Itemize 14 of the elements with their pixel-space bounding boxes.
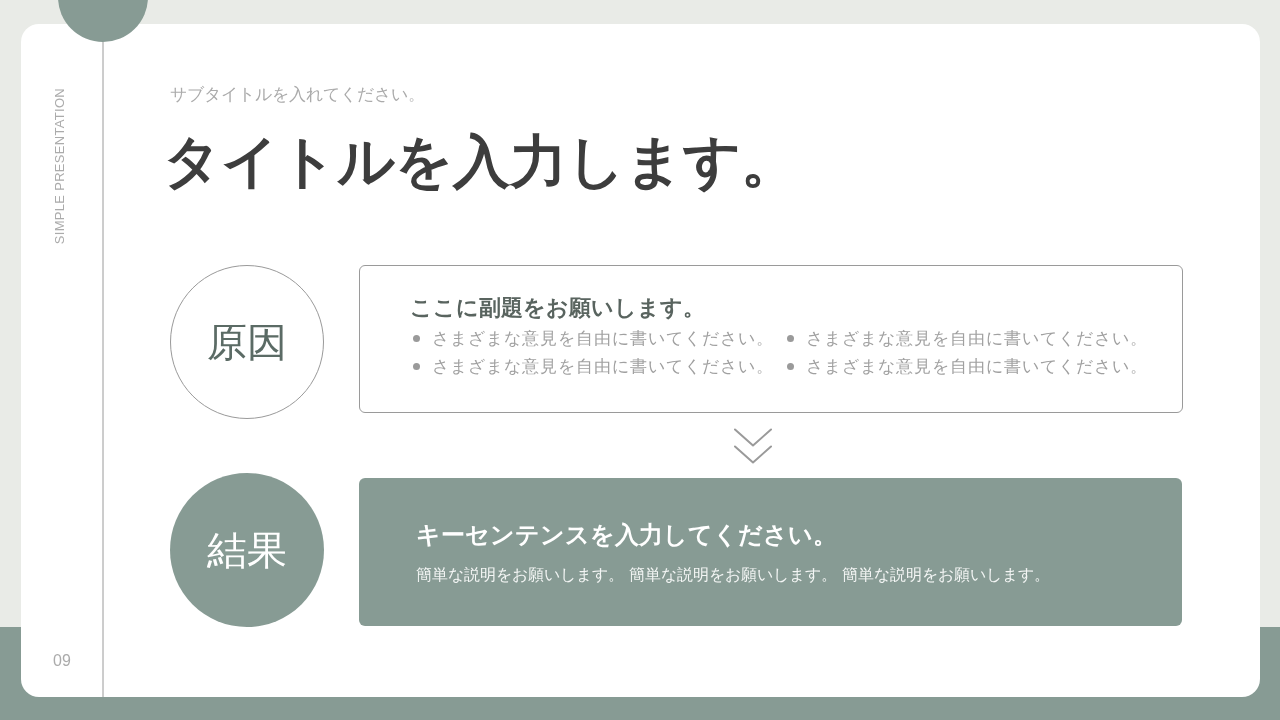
key-sentence: キーセンテンスを入力してください。	[416, 521, 837, 550]
vertical-caption: SIMPLE PRESENTATION	[52, 88, 68, 245]
slide-title: タイトルを入力します。	[163, 127, 798, 196]
panel-heading: ここに副題をお願いします。	[410, 295, 705, 322]
bullet-text: さまざまな意見を自由に書いてください。	[806, 355, 1148, 377]
filled-panel	[359, 478, 1182, 626]
bullet-text: さまざまな意見を自由に書いてください。	[432, 355, 774, 377]
bullet-text: さまざまな意見を自由に書いてください。	[432, 327, 774, 349]
slide-subtitle: サブタイトルを入れてください。	[170, 84, 425, 105]
outlined-panel	[359, 265, 1183, 413]
chevron-arrow	[734, 428, 772, 464]
page-number: 09	[53, 651, 71, 671]
description-text: 簡単な説明をお願いします。 簡単な説明をお願いします。 簡単な説明をお願いします。	[416, 565, 1051, 585]
bullet-text: さまざまな意見を自由に書いてください。	[806, 327, 1148, 349]
